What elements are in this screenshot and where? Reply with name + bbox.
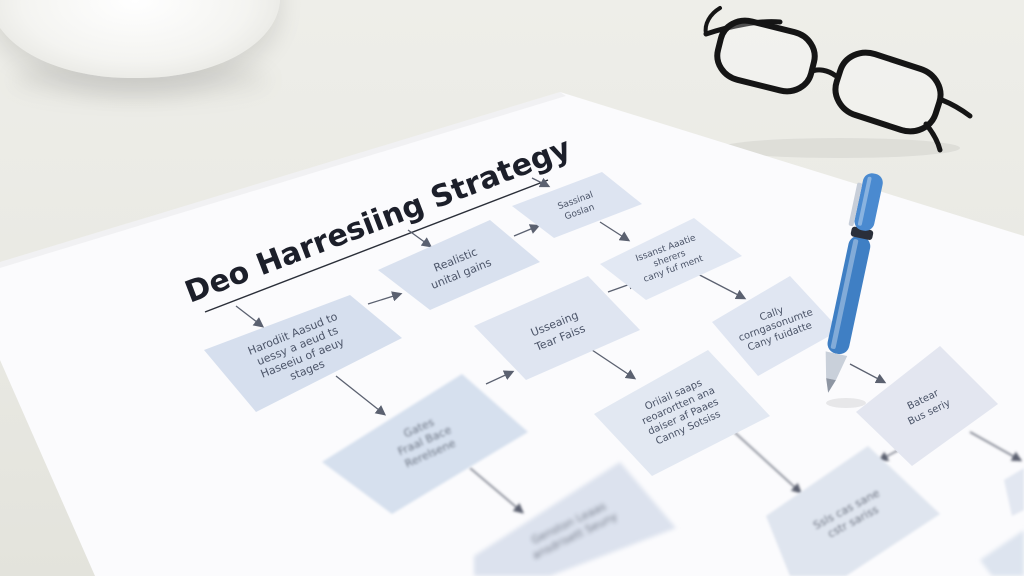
box-edge-right: [1004, 468, 1024, 516]
box-b4: Usseaing Tear Faiss: [474, 276, 640, 380]
title-underline: [204, 179, 549, 313]
eyeglasses-icon: [703, 6, 973, 158]
box-b1: Harodiit Aasud to uessy a aeud ts Haseei…: [204, 295, 402, 412]
box-edge-bottom: [980, 530, 1024, 576]
flow-arrows: [235, 177, 1023, 514]
box-b3: Sassinal Goslan: [512, 172, 642, 238]
box-b7: Gates Fraal Bace Rerelsene: [322, 374, 528, 514]
box-b2: Realistic unital gains: [378, 220, 540, 310]
box-b6: Cally corngasonumte Cany fuidatte: [712, 276, 840, 376]
box-b11: Ssls cas sane cstr sariss: [766, 446, 940, 576]
ballpoint-pen-icon: [825, 173, 883, 408]
box-b9: Batear Bus seriy: [856, 346, 998, 466]
box-b8: Oriiail saaps reoarortten ana daiser af …: [594, 350, 770, 476]
